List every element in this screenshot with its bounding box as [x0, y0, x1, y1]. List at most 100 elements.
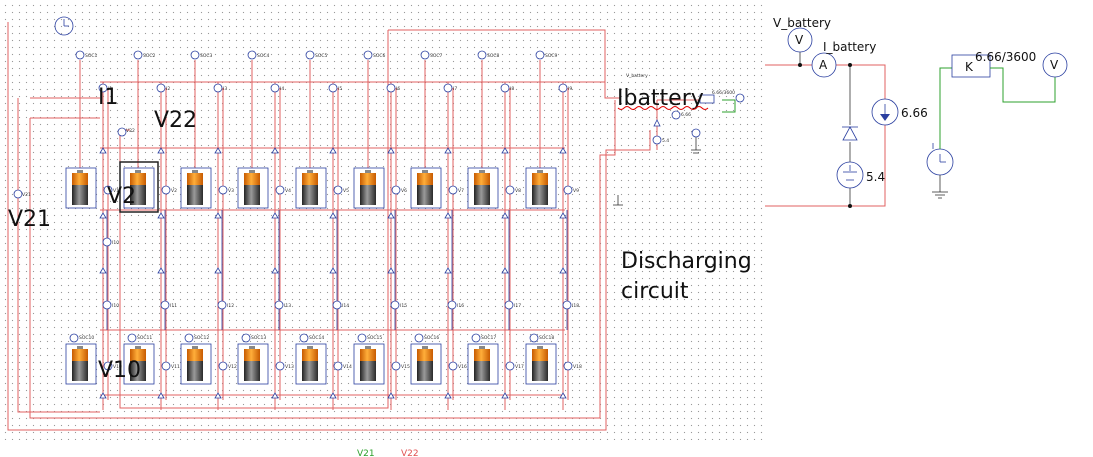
output-voltmeter-icon[interactable]: V: [1042, 52, 1068, 78]
soc-meter-icon[interactable]: [241, 333, 251, 343]
clock-source-icon[interactable]: [926, 143, 954, 199]
current-meter-icon[interactable]: [213, 83, 223, 93]
mini-voltmeter-icon: [735, 93, 745, 103]
battery-icon[interactable]: [353, 343, 385, 385]
voltage-meter-icon[interactable]: [505, 185, 515, 195]
output-voltmeter-symbol: V: [1050, 58, 1059, 72]
current-meter-icon[interactable]: [102, 237, 112, 247]
mini-gain-block-icon: [699, 94, 715, 104]
voltage-label: V18: [573, 364, 582, 370]
current-meter-icon[interactable]: [386, 83, 396, 93]
diode-icon: [214, 392, 222, 399]
current-meter-icon[interactable]: [443, 83, 453, 93]
current-label: I8: [510, 86, 514, 92]
voltage-meter-icon[interactable]: [103, 185, 113, 195]
voltage-meter-icon[interactable]: [161, 185, 171, 195]
battery-icon[interactable]: [123, 343, 155, 385]
soc-label: SOC10: [79, 335, 94, 341]
current-meter-icon[interactable]: [102, 300, 112, 310]
soc-meter-icon[interactable]: [529, 333, 539, 343]
current-label: I3: [223, 86, 227, 92]
current-meter-icon[interactable]: [217, 300, 227, 310]
current-meter-icon[interactable]: [500, 83, 510, 93]
soc-meter-icon[interactable]: [477, 50, 487, 60]
soc-meter-icon[interactable]: [190, 50, 200, 60]
battery-icon[interactable]: [180, 167, 212, 209]
voltage-meter-icon[interactable]: [161, 361, 171, 371]
ammeter-icon[interactable]: A: [811, 52, 837, 78]
battery-icon[interactable]: [237, 167, 269, 209]
soc-meter-icon[interactable]: [133, 50, 143, 60]
soc-meter-icon[interactable]: [535, 50, 545, 60]
battery-icon[interactable]: [295, 343, 327, 385]
soc-meter-icon[interactable]: [414, 333, 424, 343]
voltage-meter-icon[interactable]: [218, 185, 228, 195]
current-meter-icon[interactable]: [160, 300, 170, 310]
soc-meter-icon[interactable]: [184, 333, 194, 343]
voltage-meter-icon[interactable]: [391, 361, 401, 371]
current-meter-icon[interactable]: [156, 83, 166, 93]
voltage-meter-icon[interactable]: [275, 185, 285, 195]
v22-voltmeter-icon[interactable]: [117, 127, 127, 137]
voltage-meter-icon[interactable]: [448, 361, 458, 371]
battery-icon[interactable]: [123, 167, 155, 209]
voltage-meter-icon[interactable]: [333, 361, 343, 371]
current-meter-icon[interactable]: [332, 300, 342, 310]
current-meter-icon[interactable]: [390, 300, 400, 310]
battery-icon[interactable]: [180, 343, 212, 385]
current-meter-icon[interactable]: [562, 300, 572, 310]
current-label: I11: [170, 303, 177, 309]
voltage-meter-icon[interactable]: [333, 185, 343, 195]
soc-meter-icon[interactable]: [75, 50, 85, 60]
battery-icon[interactable]: [295, 167, 327, 209]
voltage-meter-icon[interactable]: [218, 361, 228, 371]
battery-icon[interactable]: [525, 343, 557, 385]
current-meter-icon[interactable]: [98, 83, 108, 93]
current-meter-icon[interactable]: [558, 83, 568, 93]
soc-meter-icon[interactable]: [127, 333, 137, 343]
voltage-label: V2: [171, 188, 177, 194]
voltage-meter-icon[interactable]: [391, 185, 401, 195]
current-meter-icon[interactable]: [328, 83, 338, 93]
gain-block-icon[interactable]: K: [951, 54, 991, 78]
voltage-meter-icon[interactable]: [103, 361, 113, 371]
battery-icon[interactable]: [410, 167, 442, 209]
diode-icon[interactable]: [842, 126, 858, 141]
soc-label: SOC16: [424, 335, 439, 341]
battery-icon[interactable]: [65, 343, 97, 385]
battery-icon[interactable]: [467, 343, 499, 385]
voltmeter-icon[interactable]: V: [787, 27, 813, 53]
soc-meter-icon[interactable]: [305, 50, 315, 60]
current-meter-icon[interactable]: [447, 300, 457, 310]
voltage-meter-icon[interactable]: [275, 361, 285, 371]
battery-icon[interactable]: [65, 167, 97, 209]
voltage-meter-icon[interactable]: [448, 185, 458, 195]
mini-v21-label: V21: [22, 192, 31, 198]
current-meter-icon[interactable]: [270, 83, 280, 93]
voltage-meter-icon[interactable]: [563, 361, 573, 371]
battery-icon[interactable]: [237, 343, 269, 385]
soc-meter-icon[interactable]: [471, 333, 481, 343]
voltage-meter-icon[interactable]: [563, 185, 573, 195]
battery-icon[interactable]: [353, 167, 385, 209]
battery-icon[interactable]: [525, 167, 557, 209]
diode-icon: [329, 392, 337, 399]
voltage-source-icon[interactable]: [836, 161, 864, 189]
soc-meter-icon[interactable]: [420, 50, 430, 60]
soc-meter-icon[interactable]: [357, 333, 367, 343]
voltage-label: V8: [515, 188, 521, 194]
current-label: I6: [396, 86, 400, 92]
current-meter-icon[interactable]: [274, 300, 284, 310]
voltage-meter-icon[interactable]: [505, 361, 515, 371]
current-source-icon[interactable]: [871, 98, 899, 126]
v21-voltmeter-icon[interactable]: [13, 189, 23, 199]
current-meter-icon[interactable]: [504, 300, 514, 310]
soc-meter-icon[interactable]: [299, 333, 309, 343]
soc-meter-icon[interactable]: [247, 50, 257, 60]
battery-icon[interactable]: [467, 167, 499, 209]
soc-meter-icon[interactable]: [363, 50, 373, 60]
battery-icon[interactable]: [410, 343, 442, 385]
soc-meter-icon[interactable]: [69, 333, 79, 343]
